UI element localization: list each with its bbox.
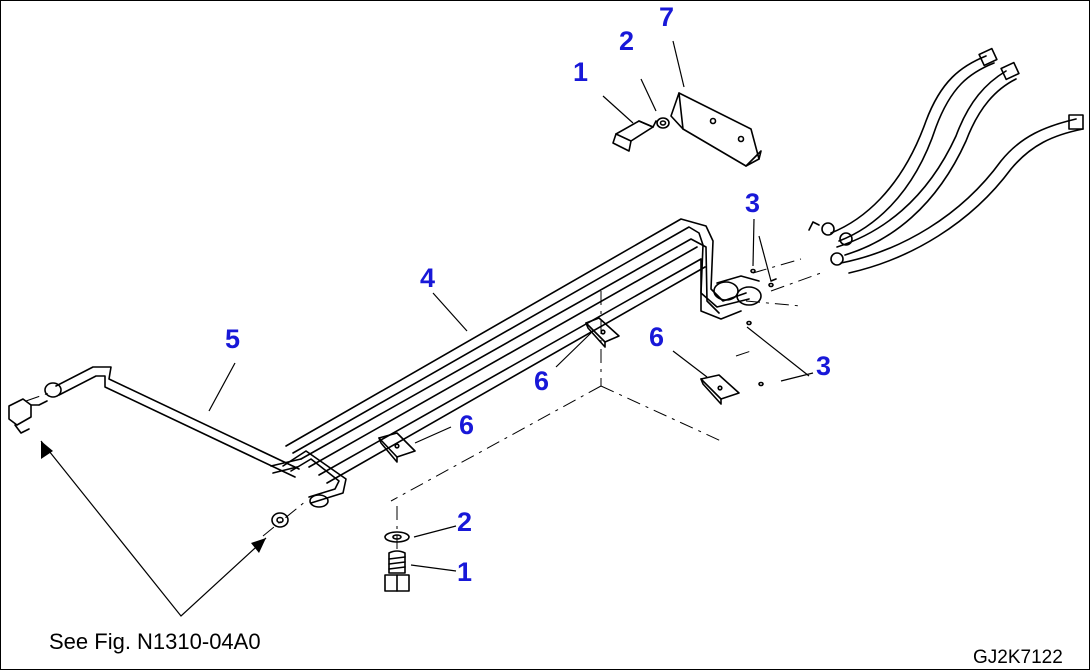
callout-part-6-center: 6 xyxy=(534,366,550,396)
clamp-part-6-right xyxy=(700,374,740,405)
callout-part-2-top: 2 xyxy=(619,26,635,56)
callout-part-1-top: 1 xyxy=(573,57,589,87)
callout-part-7: 7 xyxy=(659,2,675,32)
bolt-part-1-bottom xyxy=(384,550,410,592)
bracket-part-7 xyxy=(670,92,762,167)
leader-lines xyxy=(40,40,814,617)
callout-part-4: 4 xyxy=(420,263,436,293)
arrowheads xyxy=(41,441,266,553)
lower-nut xyxy=(271,512,289,528)
reference-note: See Fig. N1310-04A0 xyxy=(49,629,261,654)
tube-part-5 xyxy=(44,366,302,478)
callout-part-2-bottom: 2 xyxy=(457,507,473,537)
bolt-part-1-top xyxy=(612,117,670,152)
drawing-code: GJ2K7122 xyxy=(973,647,1063,668)
callout-part-3-top: 3 xyxy=(745,188,761,218)
callout-part-1-bottom: 1 xyxy=(457,557,473,587)
clamp-part-6-left xyxy=(378,432,416,463)
assembly-centerlines xyxy=(25,258,822,551)
callout-part-6-right: 6 xyxy=(649,322,665,352)
callout-part-5: 5 xyxy=(225,324,241,354)
tube-assembly-part-4 xyxy=(282,218,777,508)
o-ring-parts-3 xyxy=(746,268,774,387)
callout-part-3-bottom: 3 xyxy=(816,351,832,381)
left-fitting xyxy=(8,398,48,434)
callout-part-6-left: 6 xyxy=(459,410,475,440)
hose-assembly xyxy=(808,47,1084,274)
